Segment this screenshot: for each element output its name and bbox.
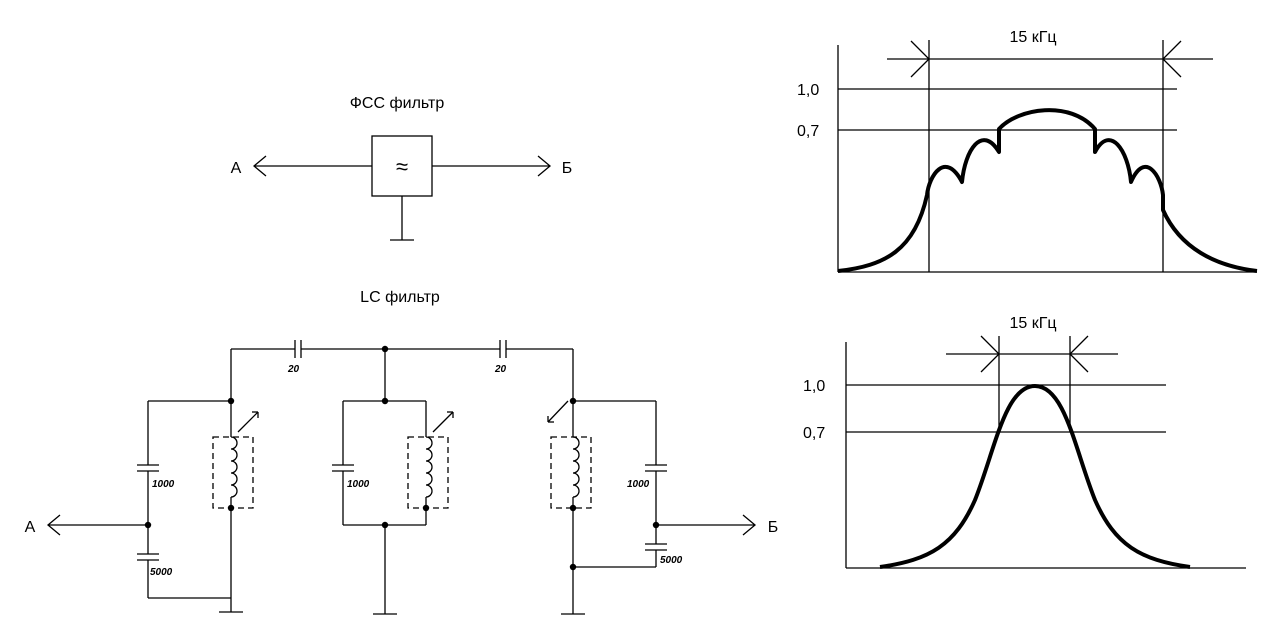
bottom-level-07-label: 0,7 xyxy=(803,425,825,442)
fss-filter-symbol: ≈ xyxy=(396,154,408,179)
fss-output-arrow xyxy=(537,155,552,177)
fss-title: ФСС фильтр xyxy=(350,95,445,112)
lc-output-label: Б xyxy=(768,519,779,536)
fss-filter-block: ФСС фильтр А Б ≈ xyxy=(231,95,573,241)
top-bandwidth-label: 15 кГц xyxy=(1009,29,1056,46)
response-plot-top: 1,0 0,7 15 кГц xyxy=(797,29,1258,273)
middle-inductor-coil xyxy=(425,436,433,498)
response-plot-bottom: 1,0 0,7 15 кГц xyxy=(803,315,1246,569)
lc-filter-circuit: LC фильтр А Б 20 20 xyxy=(25,289,779,615)
right-capacitor-top-value: 1000 xyxy=(627,479,650,490)
left-capacitor-bottom-value: 5000 xyxy=(150,567,173,578)
lc-middle-tank: 1000 xyxy=(332,349,454,615)
lc-left-tank: 1000 5000 xyxy=(137,349,259,613)
lc-input-label: А xyxy=(25,519,36,536)
top-level-07-label: 0,7 xyxy=(797,123,819,140)
lc-input-arrow xyxy=(46,514,61,536)
bottom-level-1-label: 1,0 xyxy=(803,378,825,395)
lc-right-tank: 1000 5000 xyxy=(547,349,683,615)
middle-capacitor-value: 1000 xyxy=(347,479,370,490)
left-capacitor-top-value: 1000 xyxy=(152,479,175,490)
right-inductor-shield xyxy=(550,436,592,509)
left-inductor-coil xyxy=(230,436,238,498)
coupling-capacitor-1-value: 20 xyxy=(287,364,300,375)
right-inductor-coil xyxy=(572,436,580,498)
left-inductor-shield xyxy=(212,436,254,509)
top-response-curve xyxy=(837,108,1258,273)
bottom-bandwidth-label: 15 кГц xyxy=(1009,315,1056,332)
coupling-capacitor-2-value: 20 xyxy=(494,364,507,375)
bottom-response-curve xyxy=(879,384,1191,569)
left-inductor-tuning xyxy=(237,411,259,433)
right-capacitor-bottom-value: 5000 xyxy=(660,555,683,566)
top-level-1-label: 1,0 xyxy=(797,82,819,99)
fss-input-arrow xyxy=(252,155,267,177)
fss-output-label: Б xyxy=(562,160,573,177)
middle-inductor-shield xyxy=(407,436,449,509)
lc-output-arrow xyxy=(742,514,757,536)
right-inductor-tuning xyxy=(547,400,569,423)
fss-input-label: А xyxy=(231,160,242,177)
middle-inductor-tuning xyxy=(432,411,454,433)
lc-title: LC фильтр xyxy=(360,289,440,306)
